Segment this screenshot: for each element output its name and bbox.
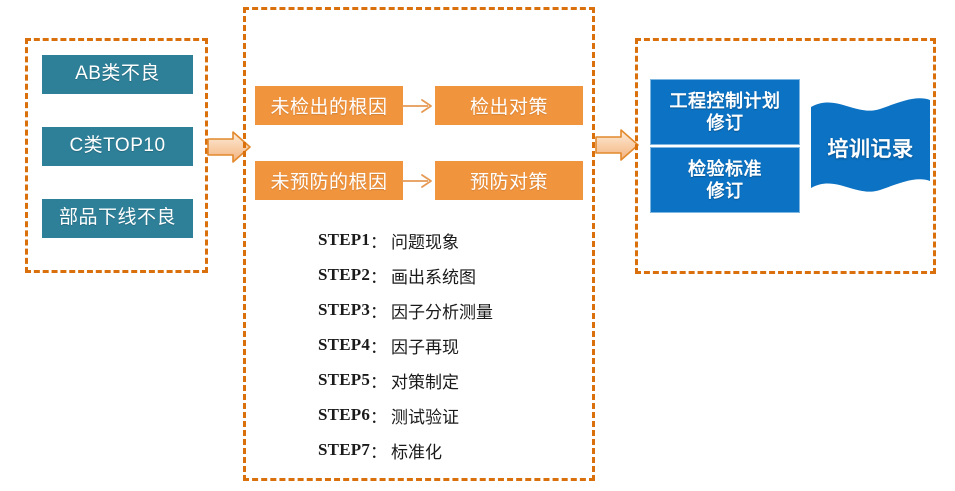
process-action-detection[interactable]: 检出对策 [435,86,583,125]
step-key: STEP2 [318,265,371,284]
step-sep: ： [370,232,388,252]
process-action-prevention[interactable]: 预防对策 [435,161,583,200]
step-key: STEP7 [318,440,371,459]
step-list-item: STEP7 ： 标准化 [318,438,578,462]
step-value: 因子再现 [391,337,460,357]
step-key: STEP4 [318,335,371,354]
step-sep: ： [370,407,388,427]
step-list-item: STEP4 ： 因子再现 [318,333,578,357]
step-key: STEP1 [318,230,371,249]
connector-arrow-input-to-process [207,130,251,164]
input-item-c-top10[interactable]: C类TOP10 [42,127,193,166]
step-list-item: STEP3 ： 因子分析测量 [318,298,578,322]
arrow-cause-to-action-prevention [401,171,435,191]
input-group-container [25,38,208,273]
banner-label: 培训记录 [827,137,914,161]
output-item-inspection-standard-revision[interactable]: 检验标准修订 [650,147,800,213]
process-cause-undetected[interactable]: 未检出的根因 [255,86,403,125]
input-item-offline-part-defect[interactable]: 部品下线不良 [42,199,193,238]
step-list-item: STEP6 ： 测试验证 [318,403,578,427]
step-value: 因子分析测量 [391,302,494,322]
step-key: STEP3 [318,300,371,319]
output-group-container [635,38,936,274]
process-group-container [243,7,595,481]
step-sep: ： [370,337,388,357]
step-key: STEP5 [318,370,371,389]
step-value: 测试验证 [391,407,460,427]
banner-flag-icon [811,98,930,192]
output-item-control-plan-revision[interactable]: 工程控制计划修订 [650,79,800,145]
step-list-item: STEP1 ： 问题现象 [318,228,578,252]
step-value: 问题现象 [391,232,460,252]
step-sep: ： [370,302,388,322]
step-list-item: STEP2 ： 画出系统图 [318,263,578,287]
input-item-ab-defect[interactable]: AB类不良 [42,55,193,94]
step-value: 画出系统图 [391,267,477,287]
connector-arrow-process-to-output [595,128,639,162]
step-value: 对策制定 [391,372,460,392]
step-list-item: STEP5 ： 对策制定 [318,368,578,392]
training-record-banner[interactable]: 培训记录 [808,95,933,200]
step-sep: ： [370,442,388,462]
process-cause-unprevented[interactable]: 未预防的根因 [255,161,403,200]
step-value: 标准化 [391,442,443,462]
step-sep: ： [370,372,388,392]
step-key: STEP6 [318,405,371,424]
step-sep: ： [370,267,388,287]
arrow-cause-to-action-detection [401,96,435,116]
